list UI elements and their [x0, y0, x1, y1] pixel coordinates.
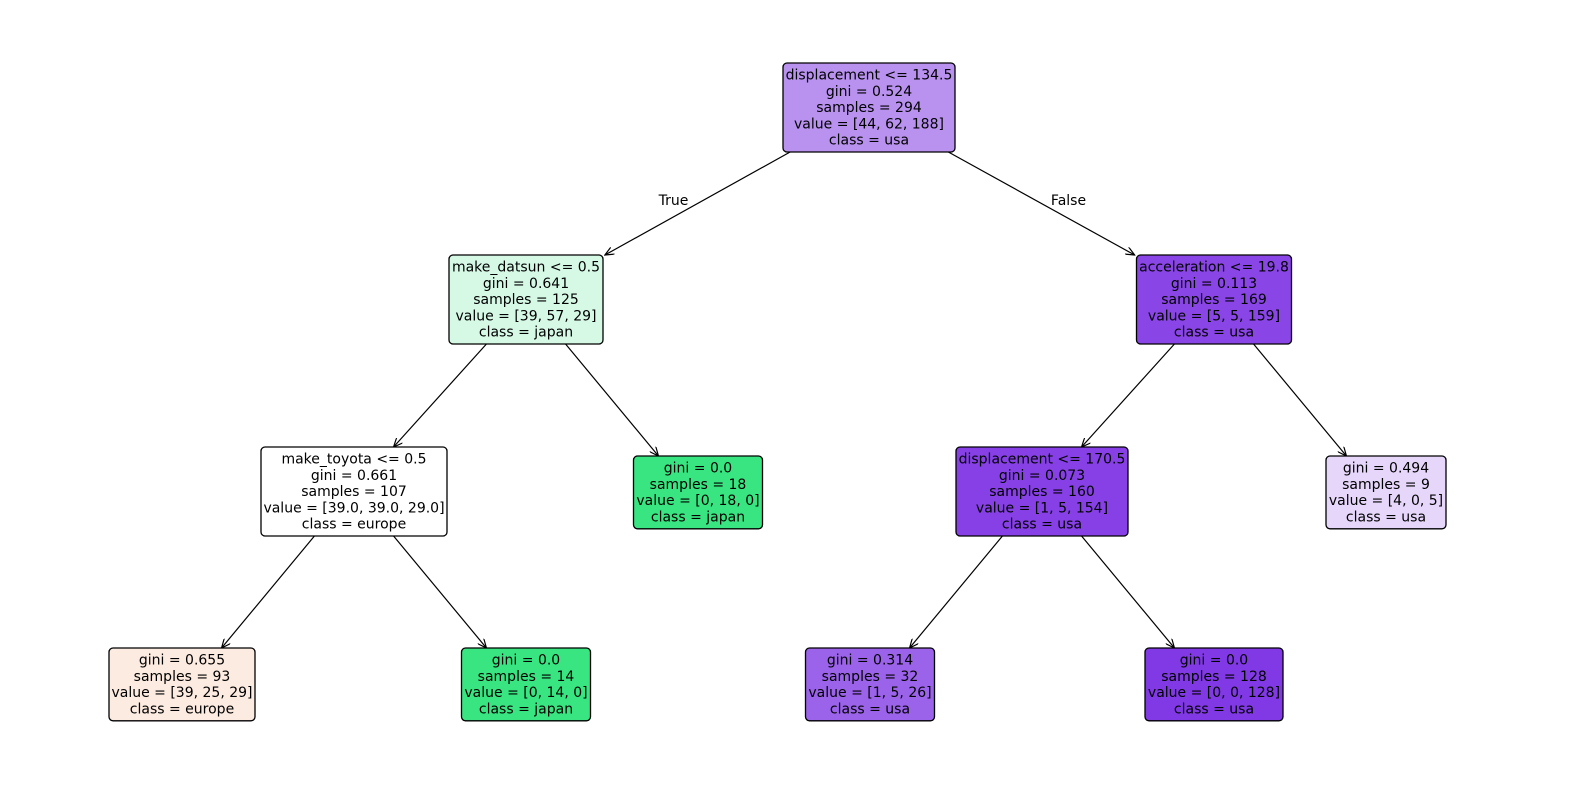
- node-box: [955, 446, 1129, 537]
- node-text-line: class = europe: [130, 701, 234, 717]
- node-text-line: class = europe: [302, 517, 406, 533]
- edge-n1-to-n2: [394, 343, 487, 447]
- node-text-line: class = japan: [651, 509, 745, 525]
- edge-n2-to-n4: [393, 535, 487, 648]
- node-text-line: samples = 18: [650, 477, 747, 493]
- branch-label-true: True: [658, 193, 689, 209]
- node-text-line: value = [0, 14, 0]: [464, 685, 587, 701]
- node-text-line: displacement <= 170.5: [959, 452, 1126, 468]
- node-box: [108, 647, 256, 722]
- node-text-line: acceleration <= 19.8: [1139, 260, 1289, 276]
- edge-n1-to-n5: [565, 343, 659, 456]
- node-box: [782, 62, 956, 153]
- node-box: [1135, 254, 1293, 345]
- node-text-line: value = [39, 57, 29]: [455, 308, 596, 324]
- node-text-line: class = usa: [1174, 325, 1254, 341]
- node-text-line: class = usa: [1002, 517, 1082, 533]
- node-text-line: gini = 0.0: [1180, 653, 1248, 669]
- node-text-line: class = usa: [1174, 701, 1254, 717]
- node-text-line: gini = 0.524: [826, 84, 912, 100]
- node-text-line: make_datsun <= 0.5: [452, 260, 600, 276]
- node-text-line: value = [0, 18, 0]: [636, 493, 759, 509]
- node-text-line: displacement <= 134.5: [786, 68, 953, 84]
- node-text-line: value = [39, 25, 29]: [111, 685, 252, 701]
- node-text-line: make_toyota <= 0.5: [281, 452, 426, 468]
- node-text-line: gini = 0.661: [311, 468, 397, 484]
- node-text-line: gini = 0.655: [139, 653, 225, 669]
- node-text-line: class = japan: [479, 325, 573, 341]
- node-text-line: samples = 160: [989, 484, 1095, 500]
- node-text-line: value = [39.0, 39.0, 29.0]: [263, 500, 444, 516]
- node-text-line: value = [1, 5, 154]: [976, 500, 1108, 516]
- node-text-line: gini = 0.0: [492, 653, 560, 669]
- node-text-line: class = japan: [479, 701, 573, 717]
- node-text-line: samples = 169: [1161, 292, 1267, 308]
- node-text-line: class = usa: [829, 133, 909, 149]
- edge-root-to-n6: [948, 151, 1134, 255]
- edge-n6-to-n10: [1253, 343, 1347, 456]
- node-text-line: samples = 93: [134, 669, 231, 685]
- edge-n7-to-n9: [1081, 535, 1175, 648]
- node-text-line: samples = 128: [1161, 669, 1267, 685]
- node-box: [632, 455, 764, 530]
- node-text-line: value = [0, 0, 128]: [1148, 685, 1280, 701]
- node-box: [1325, 455, 1447, 530]
- node-text-line: gini = 0.073: [999, 468, 1085, 484]
- node-text-line: gini = 0.641: [483, 276, 569, 292]
- node-text-line: samples = 14: [478, 669, 575, 685]
- node-text-line: samples = 32: [822, 669, 919, 685]
- node-text-line: samples = 9: [1342, 477, 1430, 493]
- node-text-line: gini = 0.314: [827, 653, 913, 669]
- branch-label-false: False: [1051, 193, 1086, 209]
- edge-n6-to-n7: [1082, 343, 1175, 447]
- node-text-line: gini = 0.494: [1343, 461, 1429, 477]
- node-text-line: samples = 294: [816, 100, 922, 116]
- node-box: [460, 647, 592, 722]
- edge-n7-to-n8: [910, 535, 1003, 648]
- node-text-line: samples = 107: [301, 484, 407, 500]
- node-text-line: value = [5, 5, 159]: [1148, 308, 1280, 324]
- node-text-line: gini = 0.113: [1171, 276, 1257, 292]
- node-text-line: samples = 125: [473, 292, 579, 308]
- node-box: [260, 446, 448, 537]
- node-text-line: class = usa: [1346, 509, 1426, 525]
- node-text-line: class = usa: [830, 701, 910, 717]
- node-text-line: value = [1, 5, 26]: [808, 685, 931, 701]
- node-text-line: value = [4, 0, 5]: [1329, 493, 1443, 509]
- edge-n2-to-n3: [222, 535, 315, 648]
- edge-root-to-n1: [605, 151, 791, 255]
- node-box: [804, 647, 936, 722]
- node-box: [1144, 647, 1284, 722]
- node-text-line: value = [44, 62, 188]: [794, 116, 944, 132]
- node-box: [448, 254, 604, 345]
- node-text-line: gini = 0.0: [664, 461, 732, 477]
